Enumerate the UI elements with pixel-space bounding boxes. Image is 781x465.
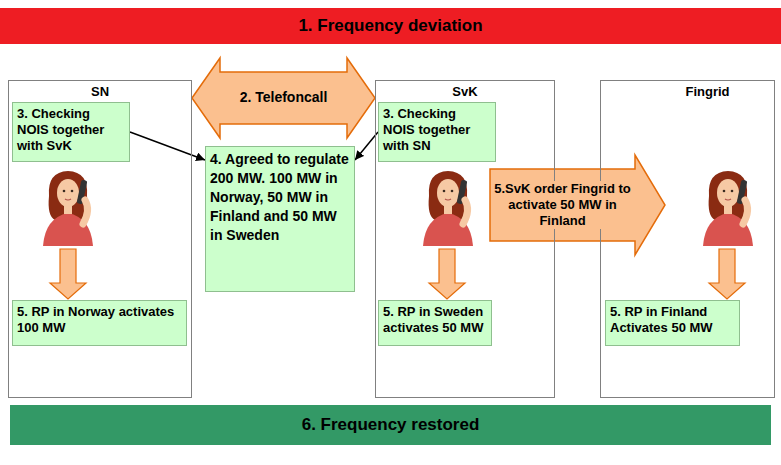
- operator-figure: [43, 171, 93, 246]
- down-arrow: [709, 249, 745, 299]
- step-box: 5. RP in Finland Activates 50 MW: [605, 300, 740, 346]
- telephone-call-arrow: [192, 58, 375, 138]
- order-arrow: [490, 155, 665, 255]
- arrow-label: 2. Telefoncall: [224, 89, 343, 107]
- step-box: 3. Checking NOIS together with SvK: [12, 102, 130, 162]
- agreement-box: 4. Agreed to regulate 200 MW. 100 MW in …: [205, 146, 355, 292]
- operator-figure: [423, 171, 473, 246]
- step-text: 6. Frequency restored: [302, 415, 480, 435]
- operator-panel: SN 3. Checking NOIS together with SvK 5. R…: [8, 80, 192, 398]
- step-box: 5. RP in Norway activates 100 MW: [12, 300, 187, 346]
- panel-heading: SN: [9, 81, 191, 100]
- step-text: 5. RP in Sweden activates 50 MW: [383, 304, 487, 336]
- arrow-label: 5.SvK order Fingrid to activate 50 MW in…: [494, 181, 631, 230]
- step-text: 5. RP in Norway activates 100 MW: [17, 304, 182, 336]
- operator-panel: Fingrid 5. RP in Finland Activates 50 MW: [600, 80, 775, 398]
- operator-panel: SvK 3. Checking NOIS together with SN 5. R…: [375, 80, 555, 398]
- step-text: 3. Checking NOIS together with SvK: [17, 106, 125, 154]
- operator-figure: [703, 171, 753, 246]
- step-box: 3. Checking NOIS together with SN: [378, 102, 496, 162]
- step-text: 4. Agreed to regulate 200 MW. 100 MW in …: [210, 150, 350, 245]
- flow-arrow: [130, 132, 205, 160]
- step-text: 5. RP in Finland Activates 50 MW: [610, 304, 735, 336]
- step-box: 5. RP in Sweden activates 50 MW: [378, 300, 492, 346]
- alert-band: 1. Frequency deviation: [0, 8, 781, 44]
- panel-heading: Fingrid: [601, 81, 774, 100]
- step-text: 1. Frequency deviation: [298, 16, 482, 36]
- panel-heading: SvK: [376, 81, 554, 100]
- down-arrow: [50, 249, 86, 299]
- step-text: 3. Checking NOIS together with SN: [383, 106, 491, 154]
- down-arrow: [429, 249, 465, 299]
- status-band: 6. Frequency restored: [10, 405, 771, 445]
